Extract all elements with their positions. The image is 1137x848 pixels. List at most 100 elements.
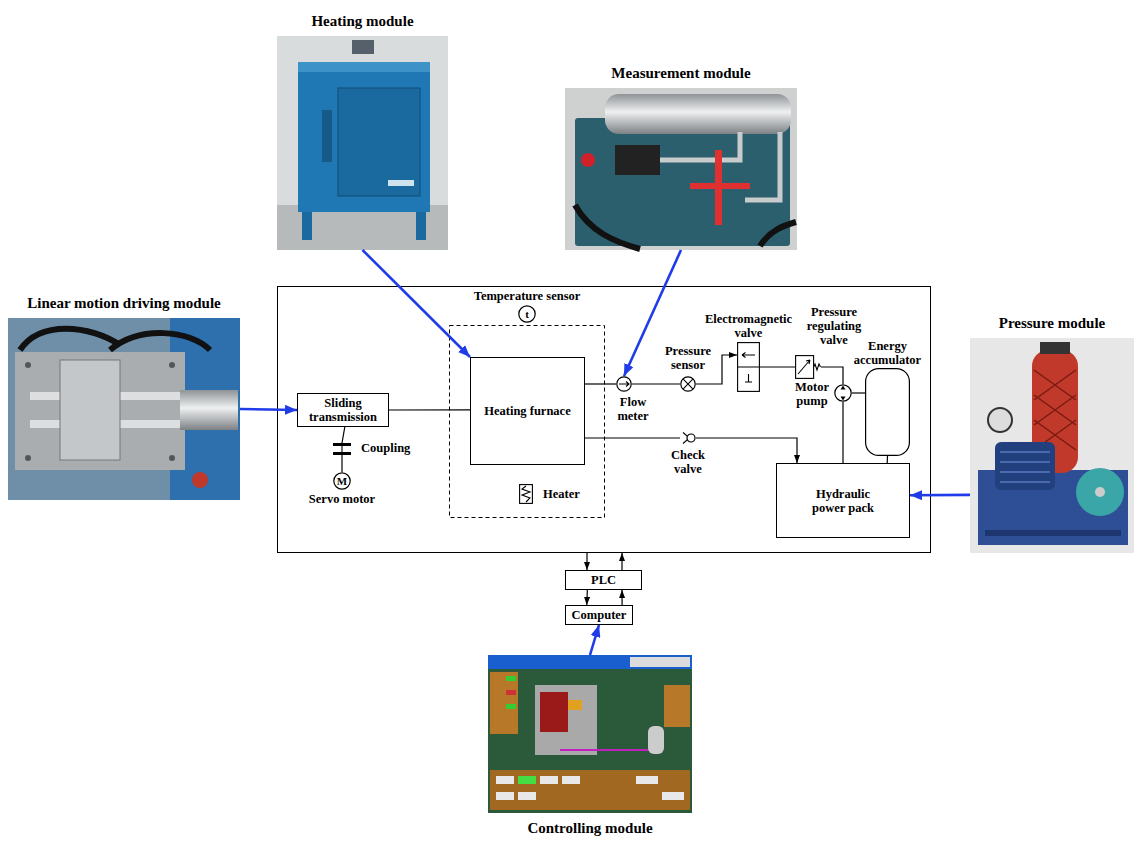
circle-shape [1076, 468, 1124, 516]
path-shape [760, 222, 796, 246]
rect-shape [636, 776, 658, 784]
rect-shape [535, 685, 597, 755]
box-text: Computer [572, 608, 627, 622]
circle-shape [169, 362, 175, 368]
rect-shape [338, 88, 420, 196]
process-box: Sliding transmission [297, 393, 389, 427]
part-label: Electromagnetic valve [699, 312, 799, 340]
pipe-line [632, 383, 680, 384]
symbol-outline [834, 384, 852, 402]
linear-motion-photo [8, 318, 240, 500]
rect-shape [277, 36, 448, 250]
circle-shape [25, 455, 31, 461]
pipe-line [389, 409, 470, 410]
symbol-outline [680, 431, 696, 445]
symbol-circle [687, 434, 695, 442]
pipe-line [842, 402, 843, 463]
rect-shape [540, 692, 568, 732]
part-label: Temperature sensor [474, 289, 581, 303]
signal-arrow [621, 553, 622, 570]
rect-shape [488, 655, 692, 669]
rect-shape [298, 62, 430, 72]
symbol-stroke [683, 379, 693, 389]
box-text: Hydraulic power pack [798, 487, 888, 515]
rect-shape [8, 318, 240, 500]
pressure-photo [970, 338, 1134, 553]
rect-shape [575, 118, 790, 246]
path-shape [660, 132, 740, 160]
symbol-circle [334, 473, 350, 489]
part-label: Heater [543, 487, 580, 501]
symbol-outline [333, 443, 351, 455]
symbol-outline [519, 484, 533, 504]
symbol-stroke [738, 353, 760, 383]
part-label: Energy accumulator [843, 339, 933, 367]
heating-photo [277, 36, 448, 250]
valve-symbol: Electromagnetic valve [737, 342, 760, 392]
circle-shape [192, 472, 208, 488]
coupling-symbol: Coupling [333, 443, 351, 455]
photo-panel: Linear motion driving module [8, 318, 240, 500]
pipe-line [341, 455, 342, 472]
part-label: Motor pump [790, 380, 834, 408]
symbol-stroke [341, 446, 342, 452]
module-arrow [910, 494, 970, 497]
module-arrow [590, 625, 599, 655]
rect-shape [416, 212, 426, 240]
meter-symbol: Flow meter [616, 376, 632, 392]
symbol-rect [738, 343, 760, 392]
pipe-line [696, 438, 797, 463]
path-shape [560, 749, 650, 751]
pipe-line [852, 392, 865, 393]
process-box: Heating furnace [470, 357, 585, 465]
rect-shape [540, 776, 558, 784]
heater-symbol: Heater [519, 484, 533, 504]
rect-shape [180, 390, 238, 430]
rect-shape [605, 94, 791, 134]
rect-shape [518, 776, 536, 784]
module-arrow [240, 409, 297, 410]
rect-shape [60, 360, 120, 460]
rect-shape [568, 700, 582, 710]
rect-shape [995, 442, 1055, 490]
rect-shape [490, 672, 518, 734]
process-box: Computer [565, 605, 633, 625]
accumulator-symbol: Energy accumulator [865, 368, 910, 456]
photo-panel: Controlling module [488, 655, 692, 813]
rect-shape [565, 88, 797, 250]
symbol-circle [835, 385, 851, 401]
control-screen [488, 655, 692, 813]
path-shape [110, 333, 210, 350]
path-shape [575, 205, 640, 249]
module-title: Measurement module [611, 64, 750, 82]
part-label: Pressure sensor [656, 344, 720, 372]
rect-shape [648, 726, 664, 754]
part-label: Servo motor [309, 492, 375, 506]
symbol-outline [737, 342, 760, 392]
path-shape [1034, 370, 1076, 450]
symbol-stroke [841, 386, 846, 401]
part-label: Flow meter [612, 395, 654, 423]
symbol-circle [519, 306, 535, 322]
part-label: Check valve [666, 448, 710, 476]
process-box: PLC [565, 570, 642, 590]
rect-shape [302, 212, 312, 240]
rect-shape [630, 657, 690, 667]
rect-shape [662, 792, 684, 800]
rect-shape [664, 685, 690, 727]
check-valve-symbol: Check valve [680, 431, 696, 445]
rect-shape [496, 776, 514, 784]
symbol-stroke [522, 486, 530, 502]
path-shape [745, 132, 780, 200]
symbol-rect [333, 443, 351, 446]
circle-shape [988, 408, 1012, 432]
path-shape [20, 329, 120, 350]
box-text: Sliding transmission [303, 396, 383, 424]
symbol-stroke [619, 382, 629, 387]
module-title: Controlling module [527, 819, 652, 837]
rect-shape [1040, 342, 1070, 354]
circle-shape [169, 455, 175, 461]
photo-panel: Pressure module [970, 338, 1134, 553]
sensor-symbol: Temperature sensort [518, 305, 536, 323]
module-title: Heating module [311, 12, 413, 30]
